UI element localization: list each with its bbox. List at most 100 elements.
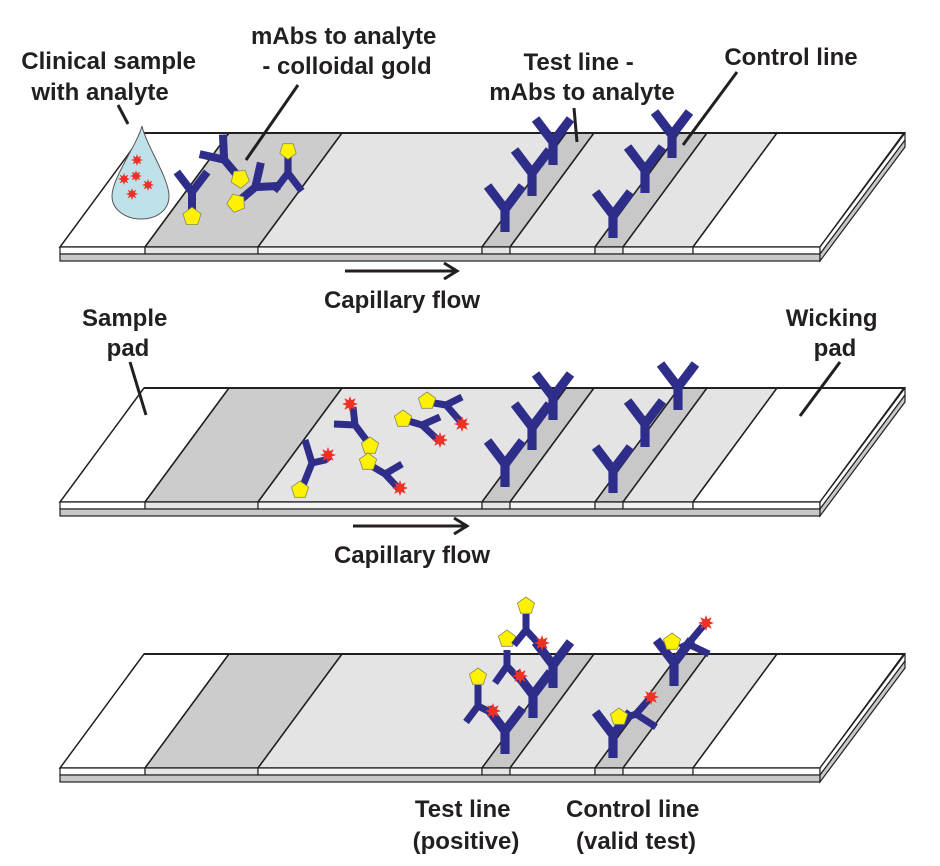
analyte-icon bbox=[130, 170, 142, 182]
antibody-icon bbox=[656, 361, 700, 410]
edge-membrane bbox=[622, 501, 694, 510]
edge-conjugate-pad bbox=[144, 501, 259, 510]
backing-card bbox=[59, 774, 821, 783]
label-capillary-flow-1: Capillary flow bbox=[324, 287, 480, 314]
edge-membrane bbox=[257, 767, 483, 776]
edge-conjugate-pad bbox=[144, 767, 259, 776]
antibody-icon bbox=[271, 143, 305, 194]
antibody-icon bbox=[623, 398, 667, 447]
analyte-icon bbox=[485, 703, 501, 719]
label-capillary-flow-2: Capillary flow bbox=[334, 542, 490, 569]
colloidal-gold-icon bbox=[230, 170, 250, 189]
leader-wicking-pad bbox=[798, 361, 842, 417]
edge-membrane bbox=[622, 767, 694, 776]
antibody-shape bbox=[650, 109, 694, 158]
label-test-line-positive: Test line (positive) bbox=[413, 796, 520, 855]
antibody-icon bbox=[510, 401, 554, 450]
edge-membrane bbox=[509, 501, 596, 510]
edge-control-line bbox=[594, 501, 624, 510]
antibody-shape bbox=[656, 361, 700, 410]
antibody-shape bbox=[511, 614, 541, 648]
strip-before-sample bbox=[58, 131, 906, 263]
label-mabs-colloidal-gold: mAbs to analyte - colloidal gold bbox=[251, 23, 443, 80]
analyte-icon bbox=[126, 188, 138, 200]
antibody-shape bbox=[483, 183, 527, 232]
backing-card bbox=[59, 508, 821, 517]
antibody-shape bbox=[591, 189, 635, 238]
analyte-icon bbox=[432, 432, 448, 448]
antibody-shape bbox=[510, 147, 554, 196]
analyte-icon bbox=[643, 689, 659, 705]
edge-sample-pad bbox=[59, 767, 146, 776]
leader-clinical-sample bbox=[116, 104, 130, 125]
analyte-icon bbox=[534, 635, 550, 651]
antibody-shape bbox=[483, 438, 527, 487]
strip-result-positive bbox=[58, 652, 906, 784]
antibody-shape bbox=[531, 371, 575, 420]
droplet-shape bbox=[111, 125, 170, 220]
capillary-flow-arrow-2 bbox=[353, 516, 470, 536]
analyte-icon bbox=[118, 173, 130, 185]
colloidal-gold-icon bbox=[393, 409, 413, 427]
label-test-line-mabs: Test line - mAbs to analyte bbox=[489, 49, 674, 106]
edge-sample-pad bbox=[59, 246, 146, 255]
control-complex bbox=[609, 615, 714, 730]
colloidal-gold-icon bbox=[497, 629, 517, 647]
colloidal-gold-icon bbox=[609, 707, 629, 725]
edge-sample-pad bbox=[59, 501, 146, 510]
analyte-icon bbox=[342, 396, 358, 412]
antibody-icon bbox=[531, 116, 575, 165]
antibody-icon bbox=[591, 444, 635, 493]
strip-sample-flowing bbox=[58, 386, 906, 518]
edge-conjugate-pad bbox=[144, 246, 259, 255]
label-wicking-pad: Wicking pad bbox=[786, 305, 884, 362]
antibody-icon bbox=[483, 183, 527, 232]
colloidal-gold-icon bbox=[182, 206, 202, 226]
edge-membrane bbox=[257, 246, 483, 255]
backing-card bbox=[59, 253, 821, 262]
colloidal-gold-icon bbox=[662, 632, 682, 650]
antibody-shape bbox=[510, 401, 554, 450]
colloidal-gold-icon bbox=[226, 193, 245, 213]
side-edge-backing bbox=[819, 393, 906, 518]
analyte-icon bbox=[698, 615, 714, 631]
colloidal-gold-icon bbox=[290, 480, 310, 498]
edge-control-line bbox=[594, 767, 624, 776]
capillary-flow-arrow-1 bbox=[345, 261, 460, 281]
analyte-icon bbox=[454, 416, 470, 432]
antibody-icon bbox=[650, 109, 694, 158]
leader-sample-pad bbox=[128, 361, 148, 416]
antibody-shape bbox=[623, 144, 667, 193]
analyte-icon bbox=[320, 447, 336, 463]
edge-test-line bbox=[481, 501, 511, 510]
leader-test-line bbox=[572, 107, 579, 143]
complex-gold-analyte bbox=[417, 391, 470, 432]
leader-control-line bbox=[681, 71, 739, 146]
colloidal-gold-icon bbox=[360, 436, 380, 454]
edge-membrane bbox=[509, 246, 596, 255]
sample-droplet-icon bbox=[111, 125, 170, 220]
antibody-shape bbox=[591, 444, 635, 493]
side-edge-backing bbox=[819, 138, 906, 263]
leader-mabs-gold bbox=[244, 84, 300, 161]
sandwich-complex bbox=[463, 596, 550, 725]
side-edge-backing bbox=[819, 659, 906, 784]
antibody-icon bbox=[531, 371, 575, 420]
label-clinical-sample: Clinical sample with analyte bbox=[21, 48, 202, 106]
antibody-shape bbox=[531, 116, 575, 165]
antibody-icon bbox=[591, 189, 635, 238]
analyte-icon bbox=[512, 668, 528, 684]
edge-membrane bbox=[622, 246, 694, 255]
label-control-line: Control line bbox=[724, 44, 857, 71]
analyte-icon bbox=[392, 480, 408, 496]
molecules bbox=[111, 109, 714, 758]
label-sample-pad: Sample pad bbox=[82, 305, 174, 362]
test-strips bbox=[58, 131, 906, 784]
antibody-shape bbox=[623, 398, 667, 447]
antibody-shape bbox=[678, 623, 711, 658]
edge-wicking-pad bbox=[692, 767, 821, 776]
edge-control-line bbox=[594, 246, 624, 255]
analyte-icon bbox=[142, 179, 154, 191]
leader-lines bbox=[116, 71, 842, 417]
